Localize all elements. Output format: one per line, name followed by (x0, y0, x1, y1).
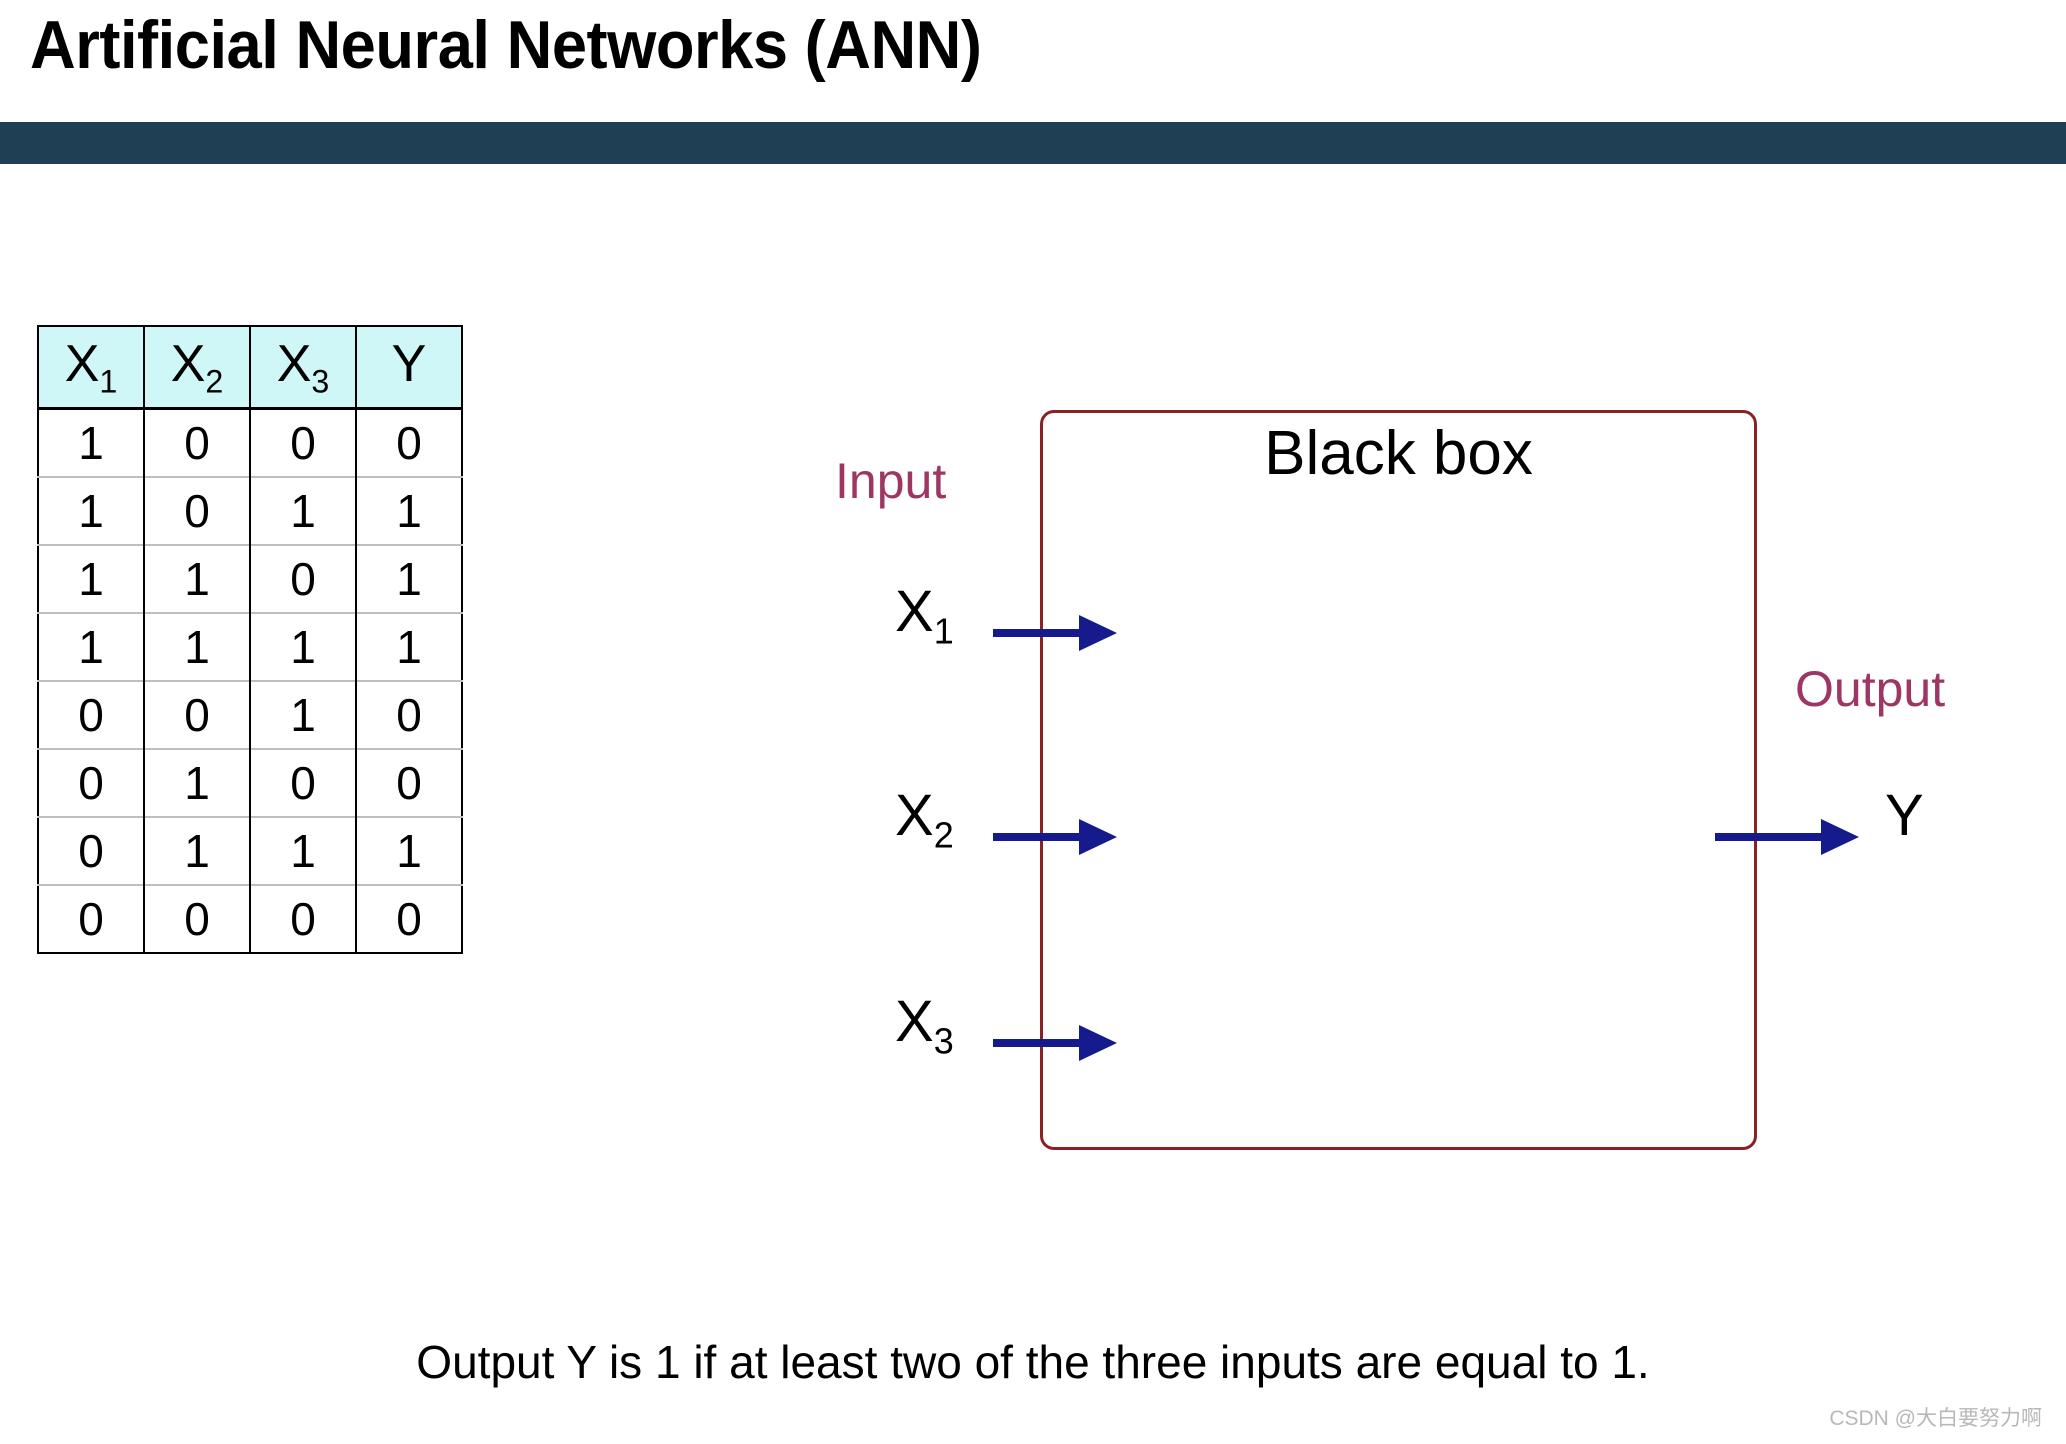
cell-y: 0 (355, 408, 462, 477)
header-base: Y (391, 334, 427, 393)
header-subscript: 1 (99, 363, 118, 400)
cell-x2: 1 (143, 816, 251, 885)
signal-base: X (895, 579, 934, 644)
cell-y: 1 (355, 612, 462, 681)
cell-x3: 1 (249, 816, 357, 885)
cell-x1: 0 (38, 884, 145, 953)
input-signal-x1: X1 (895, 578, 954, 653)
table-row: 0 0 0 0 (38, 884, 462, 953)
signal-subscript: 1 (933, 610, 954, 652)
signal-base: X (895, 989, 934, 1054)
page-title: Artificial Neural Networks (ANN) (30, 7, 982, 83)
cell-x1: 0 (38, 816, 145, 885)
cell-x1: 1 (38, 408, 145, 477)
input-label: Input (835, 453, 947, 509)
input-signal-x3: X3 (895, 988, 954, 1063)
output-signal-y: Y (1885, 782, 1924, 857)
column-header-x2: X2 (143, 326, 251, 410)
cell-x2: 1 (143, 544, 251, 613)
black-box-label: Black box (1264, 419, 1533, 488)
output-label: Output (1795, 661, 1946, 717)
slide-caption: Output Y is 1 if at least two of the thr… (416, 1336, 1650, 1388)
column-header-y: Y (355, 326, 462, 410)
signal-base: X (895, 783, 934, 848)
cell-x1: 1 (38, 476, 145, 545)
cell-y: 1 (355, 476, 462, 545)
signal-subscript: 3 (933, 1020, 954, 1062)
table-row: 1 0 0 0 (38, 408, 462, 477)
cell-x3: 1 (249, 612, 357, 681)
cell-y: 1 (355, 816, 462, 885)
table-row: 1 0 1 1 (38, 476, 462, 545)
input-signal-x2: X2 (895, 782, 954, 857)
header-subscript: 2 (205, 363, 224, 400)
cell-x2: 0 (143, 408, 251, 477)
cell-x3: 0 (249, 544, 357, 613)
truth-table: X1 X2 X3 Y 1 0 0 0 1 0 1 1 1 1 0 1 1 1 1 (37, 325, 463, 954)
table-row: 0 0 1 0 (38, 680, 462, 749)
cell-y: 0 (355, 748, 462, 817)
cell-x3: 0 (249, 884, 357, 953)
cell-x1: 1 (38, 544, 145, 613)
cell-x2: 1 (143, 748, 251, 817)
watermark: CSDN @大白要努力啊 (1829, 1407, 2042, 1430)
cell-x1: 0 (38, 680, 145, 749)
cell-y: 1 (355, 544, 462, 613)
cell-x3: 0 (249, 748, 357, 817)
signal-base: Y (1885, 783, 1924, 848)
header-base: X (276, 334, 312, 393)
table-row: 0 1 1 1 (38, 816, 462, 885)
column-header-x3: X3 (249, 326, 357, 410)
cell-x2: 0 (143, 476, 251, 545)
cell-x2: 0 (143, 680, 251, 749)
table-row: 1 1 0 1 (38, 544, 462, 613)
header-base: X (64, 334, 100, 393)
cell-x2: 0 (143, 884, 251, 953)
cell-y: 0 (355, 884, 462, 953)
column-header-x1: X1 (38, 326, 145, 410)
cell-y: 0 (355, 680, 462, 749)
table-row: 0 1 0 0 (38, 748, 462, 817)
cell-x3: 0 (249, 408, 357, 477)
cell-x3: 1 (249, 476, 357, 545)
arrow-head (1821, 819, 1859, 855)
title-divider (0, 122, 2066, 164)
black-box-shape (1040, 410, 1757, 1150)
cell-x1: 0 (38, 748, 145, 817)
table-row: 1 1 1 1 (38, 612, 462, 681)
header-subscript: 3 (311, 363, 330, 400)
table-header-row: X1 X2 X3 Y (38, 326, 462, 410)
cell-x1: 1 (38, 612, 145, 681)
signal-subscript: 2 (933, 814, 954, 856)
cell-x3: 1 (249, 680, 357, 749)
header-base: X (170, 334, 206, 393)
cell-x2: 1 (143, 612, 251, 681)
